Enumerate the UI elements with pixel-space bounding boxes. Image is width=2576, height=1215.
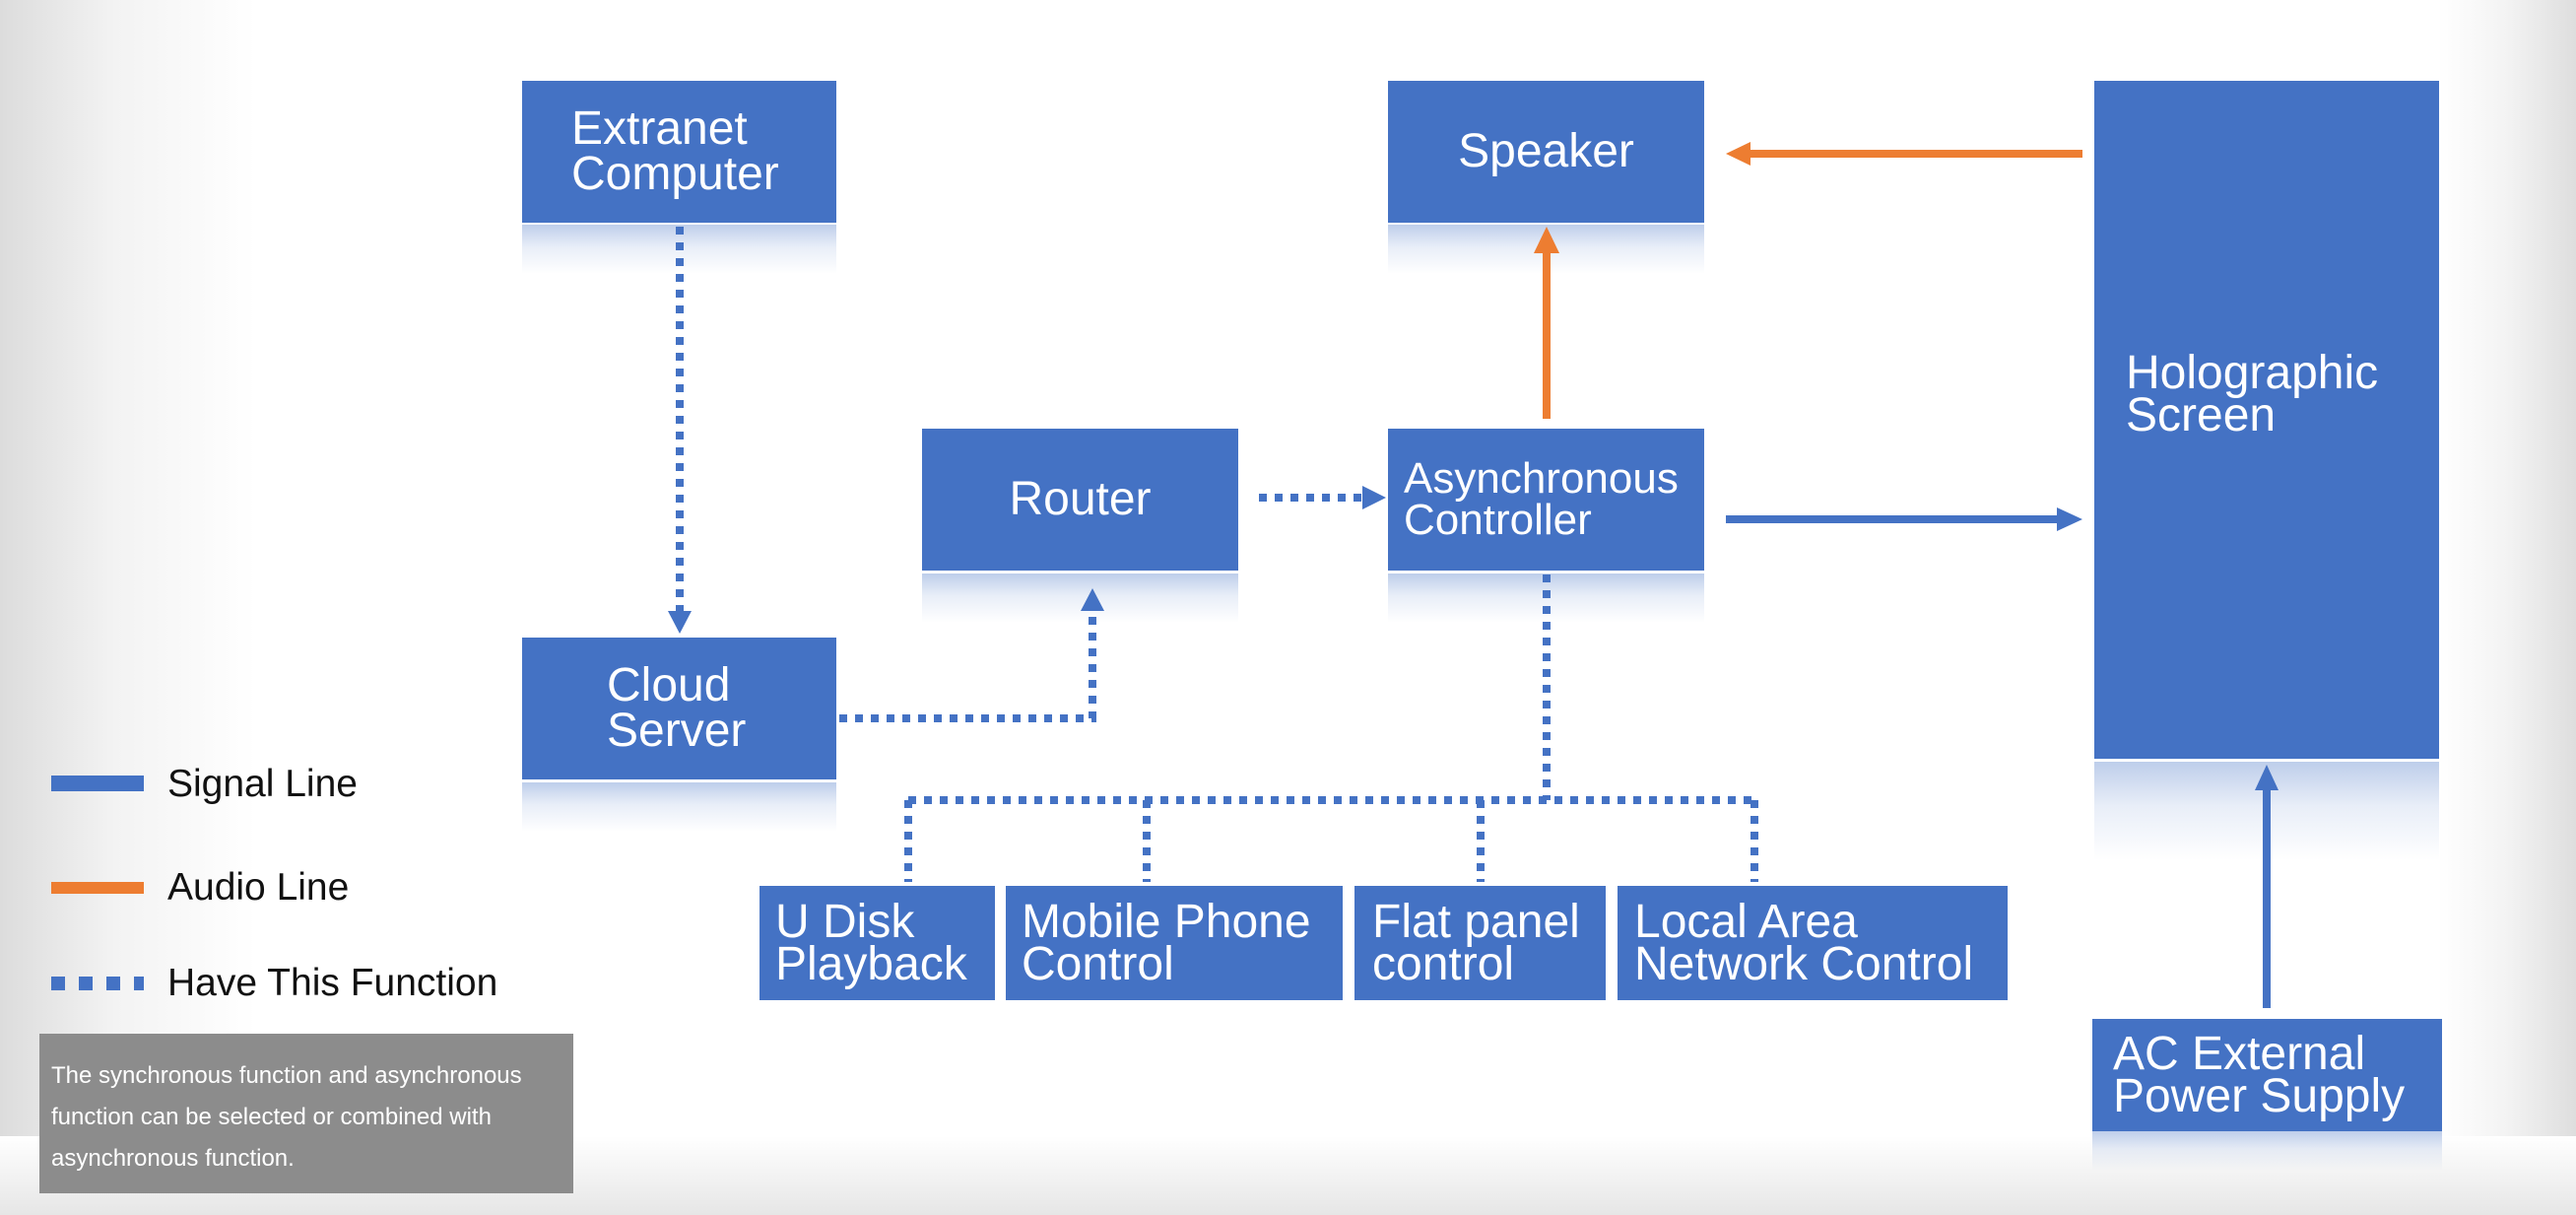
mobile-phone-control-label: Mobile Phone Control [1022,895,1311,990]
mobile-phone-control-node: Mobile Phone Control [1006,886,1343,1000]
router-arrowhead [1081,588,1104,611]
router-label: Router [1009,473,1152,526]
note-box: The synchronous function and asynchronou… [39,1034,573,1193]
speaker-up-arrowhead [1534,227,1559,253]
extranet-computer-node: Extranet Computer [522,81,836,223]
flat-panel-control-node: Flat panel control [1354,886,1606,1000]
u-disk-playback-label: U Disk Playback [775,895,967,990]
speaker-node: Speaker [1388,81,1704,223]
holographic-screen-label: Holographic Screen [2126,347,2379,442]
cloud-server-arrowhead [668,611,692,634]
legend-signal-line-label: Signal Line [167,763,358,805]
power-up-arrowhead [2255,765,2279,790]
speaker-left-arrowhead [1726,142,1750,166]
holographic-screen-arrowhead [2057,507,2082,531]
background-right-gradient [2438,0,2576,1215]
cloud-server-label: Cloud Server [607,659,747,757]
controller-arrowhead [1362,486,1386,509]
legend-swatches [51,776,144,990]
extranet-computer-label: Extranet Computer [571,102,779,200]
u-disk-playback-node: U Disk Playback [760,886,995,1000]
asynchronous-controller-label: Asynchronous Controller [1404,454,1679,544]
holographic-screen-node: Holographic Screen [2094,81,2439,759]
ac-external-power-supply-node: AC External Power Supply [2092,1019,2442,1131]
flat-panel-control-label: Flat panel control [1372,895,1580,990]
ac-external-power-supply-label: AC External Power Supply [2113,1027,2406,1122]
router-node: Router [922,429,1238,571]
cloud-server-reflection [522,782,836,832]
cloud-to-router-line [839,611,1096,722]
local-area-network-control-node: Local Area Network Control [1618,886,2008,1000]
legend-have-this-function-label: Have This Function [167,962,498,1004]
legend-audio-line-label: Audio Line [167,866,350,909]
asynchronous-controller-node: Asynchronous Controller [1388,429,1704,571]
ac-power-supply-reflection [2092,1131,2442,1171]
local-area-network-control-label: Local Area Network Control [1634,895,1974,990]
router-reflection [922,574,1238,623]
speaker-label: Speaker [1458,125,1634,178]
cloud-server-node: Cloud Server [522,638,836,779]
background-left-gradient [0,0,256,1215]
